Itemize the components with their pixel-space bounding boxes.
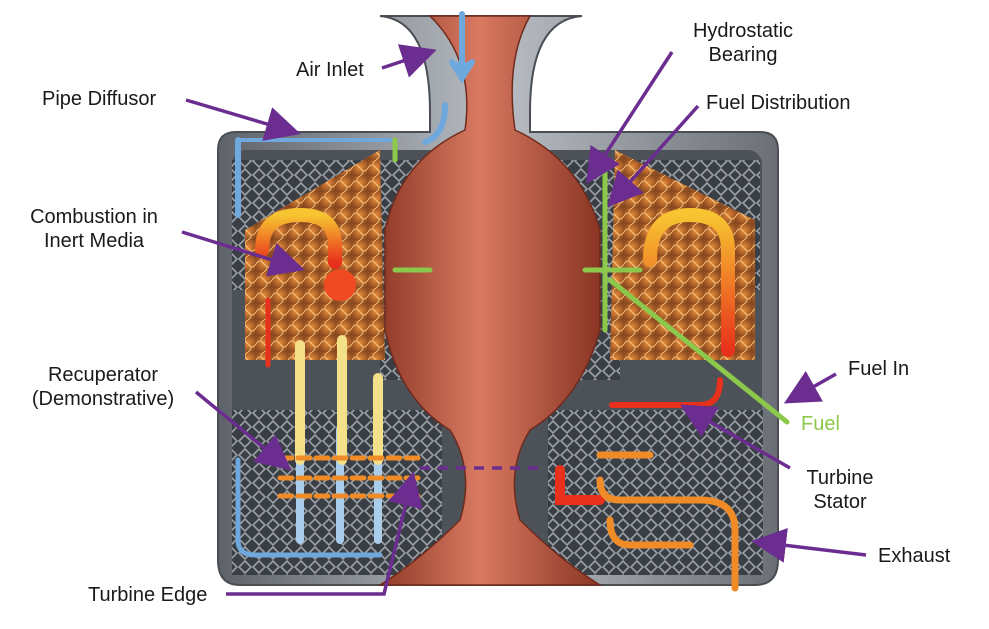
- label-fuel: Fuel: [801, 412, 840, 436]
- label-hydrostatic-line-1: Hydrostatic: [683, 19, 803, 43]
- label-pipe-diffusor: Pipe Diffusor: [42, 87, 156, 111]
- label-combustion-line-1: Combustion in: [14, 205, 174, 229]
- label-fuel-in: Fuel In: [848, 357, 909, 381]
- label-turbine-stator-line-1: Turbine: [790, 466, 890, 490]
- label-hydrostatic-bearing: Hydrostatic Bearing: [683, 19, 803, 67]
- label-air-inlet: Air Inlet: [296, 58, 364, 82]
- label-turbine-stator-line-2: Stator: [790, 490, 890, 514]
- label-recuperator: Recuperator (Demonstrative): [18, 363, 188, 411]
- label-hydrostatic-line-2: Bearing: [683, 43, 803, 67]
- label-recuperator-line-1: Recuperator: [18, 363, 188, 387]
- label-turbine-stator: Turbine Stator: [790, 466, 890, 514]
- label-combustion-inert-media: Combustion in Inert Media: [14, 205, 174, 253]
- label-combustion-line-2: Inert Media: [14, 229, 174, 253]
- label-turbine-edge: Turbine Edge: [88, 583, 207, 607]
- label-fuel-distribution: Fuel Distribution: [706, 91, 851, 115]
- label-exhaust: Exhaust: [878, 544, 950, 568]
- label-recuperator-line-2: (Demonstrative): [18, 387, 188, 411]
